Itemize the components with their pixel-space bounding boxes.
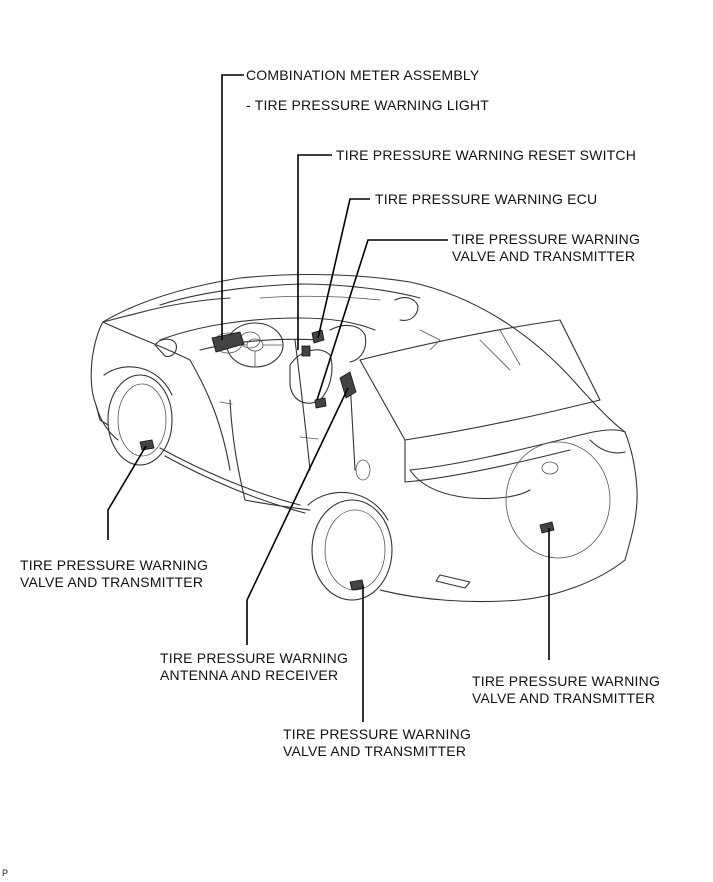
- front-wheel: [103, 366, 173, 466]
- valve-rear-left-line1: TIRE PRESSURE WARNING: [283, 726, 472, 742]
- reset-switch-part: [301, 345, 311, 357]
- valve-rear-left-line2: VALVE AND TRANSMITTER: [283, 743, 467, 759]
- warning-light-text: - TIRE PRESSURE WARNING LIGHT: [246, 97, 490, 113]
- valve-rear-left-label: TIRE PRESSURE WARNING VALVE AND TRANSMIT…: [283, 726, 471, 760]
- combination-meter-text: COMBINATION METER ASSEMBLY: [246, 67, 480, 83]
- ecu-label: TIRE PRESSURE WARNING ECU: [375, 191, 597, 208]
- valve-front-left-line1: TIRE PRESSURE WARNING: [20, 557, 209, 573]
- car-interior: [159, 295, 521, 404]
- leader-lines: [107, 74, 550, 722]
- antenna-receiver-label: TIRE PRESSURE WARNING ANTENNA AND RECEIV…: [160, 650, 348, 684]
- valve-spare-line2: VALVE AND TRANSMITTER: [472, 690, 656, 706]
- rear-wheel: [307, 491, 393, 601]
- antenna-receiver-line2: ANTENNA AND RECEIVER: [160, 667, 339, 683]
- valve-top-right-line2: VALVE AND TRANSMITTER: [452, 248, 636, 264]
- valve-spare-label: TIRE PRESSURE WARNING VALVE AND TRANSMIT…: [472, 673, 660, 707]
- car-body-outline: [90, 273, 638, 603]
- warning-light-label: - TIRE PRESSURE WARNING LIGHT: [246, 97, 489, 114]
- valve-spare-line1: TIRE PRESSURE WARNING: [472, 673, 661, 689]
- antenna-receiver-line1: TIRE PRESSURE WARNING: [160, 650, 349, 666]
- combination-meter-part: [211, 331, 245, 353]
- valve-top-right-line1: TIRE PRESSURE WARNING: [452, 231, 641, 247]
- valve-front-left-line2: VALVE AND TRANSMITTER: [20, 574, 204, 590]
- figure-code: P: [2, 868, 9, 878]
- combination-meter-label: COMBINATION METER ASSEMBLY: [246, 67, 479, 84]
- valve-front-left-label: TIRE PRESSURE WARNING VALVE AND TRANSMIT…: [20, 557, 208, 591]
- ecu-text: TIRE PRESSURE WARNING ECU: [375, 191, 598, 207]
- antenna-receiver-part: [339, 371, 357, 399]
- reset-switch-text: TIRE PRESSURE WARNING RESET SWITCH: [336, 147, 637, 163]
- spare-wheel-outline: [505, 441, 611, 559]
- valve-transmitter-parts: [139, 397, 555, 591]
- reset-switch-label: TIRE PRESSURE WARNING RESET SWITCH: [336, 147, 636, 164]
- valve-top-right-label: TIRE PRESSURE WARNING VALVE AND TRANSMIT…: [452, 231, 640, 265]
